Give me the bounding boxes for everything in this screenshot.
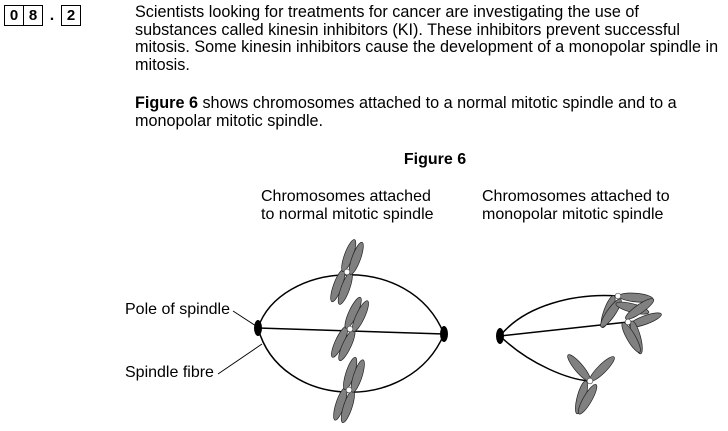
figure-reference-paragraph: Figure 6 shows chromosomes attached to a…: [135, 94, 725, 130]
figure-reference-text: shows chromosomes attached to a normal m…: [135, 94, 677, 130]
question-digit-1: 0: [4, 5, 24, 26]
chromosome-mono-bottom: [567, 354, 615, 415]
question-digit-2: 8: [24, 5, 43, 26]
chromosome-normal-middle: [331, 296, 369, 362]
fibre-leader-line: [217, 343, 263, 375]
question-number: 0 8 . 2: [4, 5, 81, 26]
chromosome-normal-bottom: [333, 356, 365, 424]
label-pole-of-spindle: Pole of spindle: [125, 301, 230, 318]
mono-spindle-fibre-middle: [499, 321, 629, 337]
caption-mono-line-1: Chromosomes attached to: [482, 188, 670, 205]
chromosome-mono-middle: [621, 298, 662, 355]
figure-title: Figure 6: [403, 151, 467, 168]
mono-spindle-pole: [496, 328, 504, 344]
mono-spindle-fibre-bottom: [499, 335, 591, 382]
mono-spindle-fibre-top: [499, 294, 619, 337]
normal-spindle-pole-right: [440, 326, 448, 342]
chromosome-normal-top: [330, 239, 364, 305]
intro-paragraph: Scientists looking for treatments for ca…: [135, 3, 719, 74]
caption-mono-line-2: monopolar mitotic spindle: [482, 206, 664, 223]
caption-normal-spindle: Chromosomes attached to normal mitotic s…: [261, 188, 434, 224]
pole-leader-line: [232, 310, 257, 327]
caption-monopolar-spindle: Chromosomes attached to monopolar mitoti…: [482, 188, 670, 224]
label-spindle-fibre: Spindle fibre: [125, 364, 214, 381]
question-separator: .: [49, 6, 55, 24]
question-digit-3: 2: [61, 5, 81, 26]
caption-normal-line-1: Chromosomes attached: [261, 188, 431, 205]
figure-reference: Figure 6: [135, 94, 198, 112]
normal-spindle-pole-left: [254, 320, 262, 336]
caption-normal-line-2: to normal mitotic spindle: [261, 206, 434, 223]
